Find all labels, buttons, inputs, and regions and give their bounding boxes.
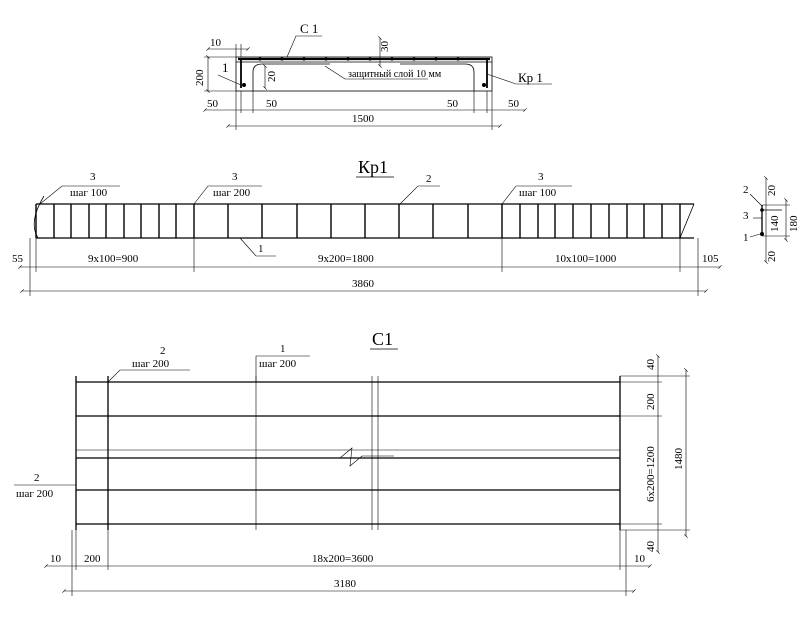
dim-flange-30: 30 — [379, 41, 391, 53]
cage-left-pos: 3 — [90, 171, 96, 183]
mesh-title: С1 — [372, 329, 393, 349]
slab-rib-left — [252, 63, 330, 91]
mesh-dim-3180: 3180 — [334, 578, 357, 590]
cage-dim-right: 10х100=1000 — [555, 253, 617, 265]
mesh-callout-a-step: шаг 200 — [132, 358, 170, 370]
leader-mesh-b — [255, 355, 310, 382]
cage-mid-pos: 3 — [232, 171, 238, 183]
mesh-dim-40-top: 40 — [645, 359, 657, 371]
dim-bottom-50-c: 50 — [447, 98, 459, 110]
cage-right-step: шаг 100 — [519, 187, 557, 199]
cage-title: Кр1 — [358, 157, 388, 177]
mesh-break-symbol — [339, 447, 394, 467]
cage-dot-right — [482, 83, 486, 87]
mesh-dim-6x200: 6х200=1200 — [645, 446, 657, 502]
label-cover: защитный слой 10 мм — [348, 69, 442, 80]
cage-dim-55: 55 — [12, 253, 24, 265]
slab-rib-right — [400, 63, 475, 91]
mesh-callout-c-pos: 2 — [34, 472, 40, 484]
leader-mesh — [286, 35, 322, 58]
leader-cage — [486, 73, 552, 85]
leader-cage-bar1 — [239, 237, 276, 257]
mesh-dim-18x200: 18х200=3600 — [312, 553, 374, 565]
cage-dim-105: 105 — [702, 253, 719, 265]
cage-left-step: шаг 100 — [70, 187, 108, 199]
mesh-dim-1480: 1480 — [673, 448, 685, 471]
mesh-dim-40-bot: 40 — [645, 541, 657, 553]
cage-dot-left — [242, 83, 246, 87]
dim-left-200: 200 — [194, 69, 206, 86]
dim-top-10: 10 — [210, 37, 222, 49]
mesh-callout-b-step: шаг 200 — [259, 358, 297, 370]
cage-bar2-pos: 2 — [426, 173, 432, 185]
cage-right-pos: 3 — [538, 171, 544, 183]
cage-bar1-pos: 1 — [258, 243, 264, 255]
slab-section-outline — [235, 56, 493, 92]
leader-mesh-a — [107, 369, 190, 383]
xs-dim-20-bot: 20 — [766, 251, 778, 263]
cage-mid-step: шаг 200 — [213, 187, 251, 199]
cage-dim-total: 3860 — [352, 278, 375, 290]
mesh-callout-c-step: шаг 200 — [16, 488, 54, 500]
xs-dim-20-top: 20 — [766, 185, 778, 197]
dim-bottom-50-b: 50 — [266, 98, 278, 110]
cage-dim-mid: 9х200=1800 — [318, 253, 374, 265]
xs-pos-2: 2 — [743, 184, 749, 196]
leader-cage-bar2 — [399, 185, 440, 205]
xs-dim-180: 180 — [788, 215, 800, 232]
mesh-bar-dots — [258, 57, 460, 61]
label-mesh: С 1 — [300, 21, 318, 36]
mesh-callout-a-pos: 2 — [160, 345, 166, 357]
label-cage: Кр 1 — [518, 70, 543, 85]
leader-cover — [324, 65, 428, 80]
xs-dim-140: 140 — [769, 215, 781, 232]
dim-width-1500: 1500 — [352, 113, 375, 125]
xs-pos-3: 3 — [743, 210, 749, 222]
dim-rib-20: 20 — [266, 71, 278, 83]
mesh-callout-b-pos: 1 — [280, 343, 286, 355]
leader-cage-left — [39, 185, 120, 205]
mesh-dim-10-right: 10 — [634, 553, 646, 565]
dim-bottom-50-d: 50 — [508, 98, 520, 110]
cage-cross-section: 2 3 1 20 140 180 20 — [743, 176, 800, 264]
xs-pos-1: 1 — [743, 232, 749, 244]
leader-pos1 — [217, 74, 242, 86]
label-pos1: 1 — [222, 60, 229, 75]
slab-section-view: С 1 Кр 1 защитный слой 10 мм 1 10 200 30… — [194, 21, 552, 130]
mesh-dim-200: 200 — [645, 393, 657, 410]
leader-cage-right — [501, 185, 572, 205]
cage-stirrups — [35, 204, 681, 238]
dim-bottom-50-a: 50 — [207, 98, 219, 110]
mesh-dim-200-left: 200 — [84, 553, 101, 565]
cage-kr1-view: Кр1 3 шаг 100 3 шаг 200 2 3 шаг 100 1 55… — [12, 157, 800, 296]
cage-dim-left: 9х100=900 — [88, 253, 139, 265]
cage-bar-hook-right — [679, 203, 695, 239]
leader-cage-mid — [193, 185, 262, 205]
mesh-dim-10-left: 10 — [50, 553, 62, 565]
mesh-c1-view: С1 2 шаг 200 1 шаг 200 2 шаг 200 — [14, 329, 690, 596]
